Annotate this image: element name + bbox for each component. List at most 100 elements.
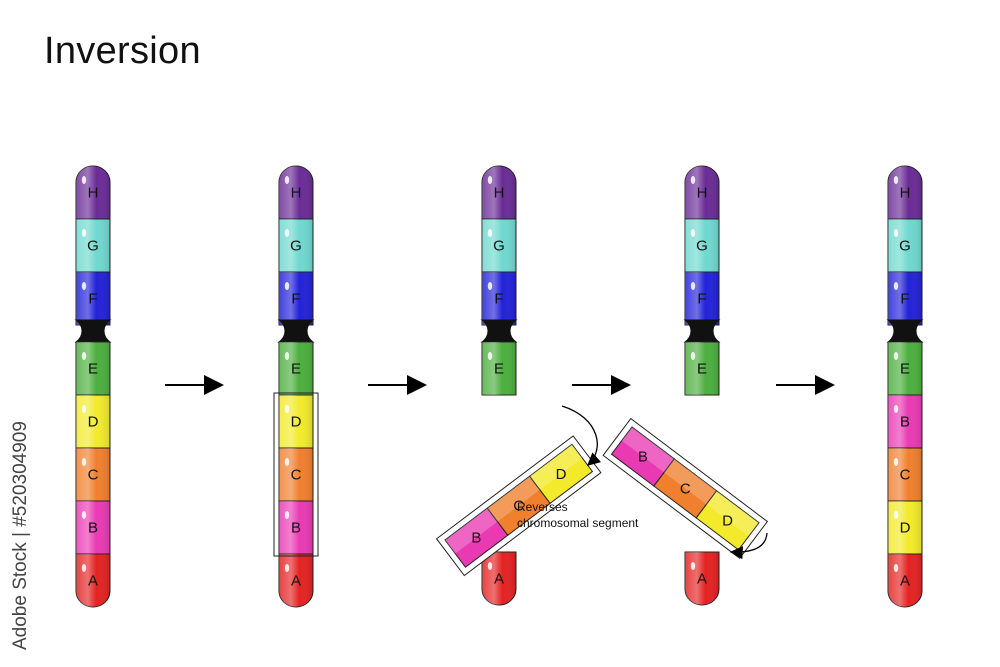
segment-label: F xyxy=(291,291,300,308)
segment-b: B xyxy=(887,394,923,449)
segment-label: A xyxy=(88,573,98,590)
segment-label: H xyxy=(494,185,505,202)
segment-c: C xyxy=(887,447,923,502)
segment-a: A xyxy=(75,553,111,608)
segment-e: E xyxy=(887,341,923,396)
segment-f: F xyxy=(887,271,923,326)
chromosomes-layer: H G F E D C B A H G F E D C B A H G F E A B C D H G F E A B C D H G F E B C D A xyxy=(74,165,924,608)
segment-d: D xyxy=(278,394,314,449)
segment-h: H xyxy=(278,165,314,220)
annotation-line-2: chromosomal segment xyxy=(517,516,639,530)
page-title: Inversion xyxy=(44,30,201,72)
segment-d: D xyxy=(887,500,923,555)
segment-label: G xyxy=(493,238,505,255)
segment-e: E xyxy=(278,341,314,396)
segment-c: C xyxy=(278,447,314,502)
segment-label: A xyxy=(697,571,707,588)
segment-label: C xyxy=(513,498,524,515)
segment-a: A xyxy=(481,551,517,606)
segment-a: A xyxy=(887,553,923,608)
segment-h: H xyxy=(75,165,111,220)
centromere xyxy=(683,319,721,343)
chromosome-stage-5: H G F E B C D A xyxy=(886,165,924,608)
segment-label: D xyxy=(88,414,99,431)
segment-label: B xyxy=(638,449,648,466)
chromosome-stage-1: H G F E D C B A xyxy=(74,165,112,608)
segment-label: D xyxy=(722,512,733,529)
rotation-arrow-lower xyxy=(729,532,768,560)
centromere xyxy=(886,319,924,343)
segment-f: F xyxy=(75,271,111,326)
segment-g: G xyxy=(75,218,111,273)
segment-d: D xyxy=(695,490,760,551)
segment-h: H xyxy=(481,165,517,220)
segment-f: F xyxy=(278,271,314,326)
segment-label: B xyxy=(471,530,481,547)
segment-a: A xyxy=(684,551,720,606)
segment-label: B xyxy=(900,414,910,431)
segment-label: F xyxy=(494,291,503,308)
segment-g: G xyxy=(278,218,314,273)
segment-label: H xyxy=(291,185,302,202)
segment-c: C xyxy=(653,458,718,519)
segment-h: H xyxy=(684,165,720,220)
segment-label: E xyxy=(900,361,910,378)
centromere xyxy=(480,319,518,343)
segment-label: A xyxy=(494,571,504,588)
segment-label: G xyxy=(696,238,708,255)
segment-a: A xyxy=(278,553,314,608)
segment-label: C xyxy=(680,480,691,497)
chromosome-stage-4: H G F E A xyxy=(683,165,721,606)
segment-b: B xyxy=(610,426,676,487)
selected-segment-box xyxy=(273,392,319,557)
segment-label: C xyxy=(900,467,911,484)
segment-d: D xyxy=(528,443,594,505)
segment-label: E xyxy=(88,361,98,378)
segment-label: F xyxy=(88,291,97,308)
segment-b: B xyxy=(444,507,509,568)
segment-label: H xyxy=(900,185,911,202)
centromere xyxy=(277,319,315,343)
segment-label: C xyxy=(88,467,99,484)
segment-f: F xyxy=(684,271,720,326)
loose-segment-4: B C D xyxy=(602,417,769,559)
segment-label: E xyxy=(291,361,301,378)
segment-b: B xyxy=(75,500,111,555)
segment-h: H xyxy=(887,165,923,220)
segment-label: D xyxy=(556,466,567,483)
segment-e: E xyxy=(75,341,111,396)
chromosome-stage-3: H G F E A xyxy=(480,165,518,606)
segment-c: C xyxy=(75,447,111,502)
segment-label: C xyxy=(291,467,302,484)
segment-g: G xyxy=(887,218,923,273)
segment-g: G xyxy=(481,218,517,273)
segment-label: D xyxy=(900,520,911,537)
segment-e: E xyxy=(684,341,720,396)
segment-label: H xyxy=(88,185,99,202)
segment-b: B xyxy=(278,500,314,555)
segment-c: C xyxy=(486,475,551,536)
segment-label: A xyxy=(900,573,910,590)
segment-label: E xyxy=(697,361,707,378)
segment-f: F xyxy=(481,271,517,326)
segment-e: E xyxy=(481,341,517,396)
segment-d: D xyxy=(75,394,111,449)
annotation-line-1: Reverses xyxy=(517,500,568,514)
segment-label: B xyxy=(88,520,98,537)
segment-label: G xyxy=(290,238,302,255)
segment-g: G xyxy=(684,218,720,273)
segment-label: G xyxy=(87,238,99,255)
segment-label: A xyxy=(291,573,301,590)
segment-label: B xyxy=(291,520,301,537)
rotation-arrow-upper xyxy=(561,405,602,466)
segment-label: E xyxy=(494,361,504,378)
segment-label: G xyxy=(899,238,911,255)
stock-watermark: Adobe Stock | #520304909 xyxy=(10,421,31,650)
chromosome-stage-2: H G F E D C B A xyxy=(273,165,319,608)
segment-label: F xyxy=(697,291,706,308)
segment-label: F xyxy=(900,291,909,308)
segment-label: H xyxy=(697,185,708,202)
segment-label: D xyxy=(291,414,302,431)
loose-segment-3: B C D xyxy=(435,435,602,577)
